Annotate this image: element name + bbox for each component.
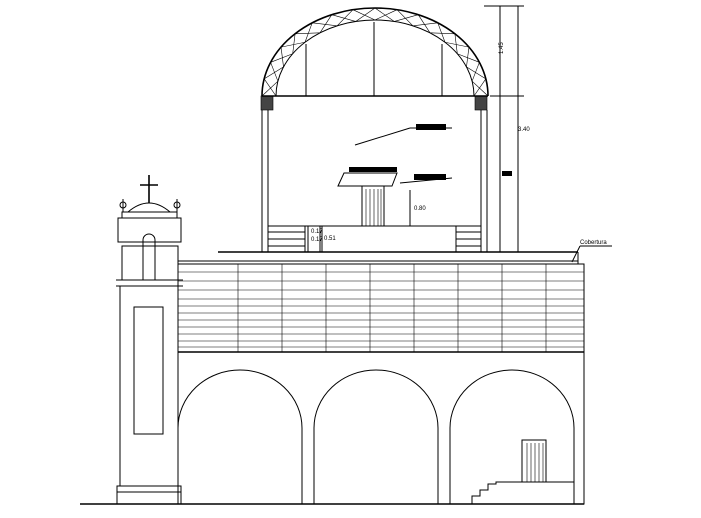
bell-tower	[116, 175, 183, 505]
dim-label-steps-total: 0.51	[324, 236, 336, 242]
tower-panel	[133, 306, 164, 435]
tower-cupola-base	[121, 211, 178, 219]
annotation-tag	[349, 167, 397, 172]
platform-steps-right	[455, 226, 481, 252]
upper-room	[261, 95, 488, 252]
main-facade	[177, 263, 585, 505]
dim-label-step1: 0.17	[311, 229, 323, 235]
dim-label-step2: 0.17	[311, 237, 323, 243]
annotation-tag	[414, 174, 446, 180]
dome-truss-webs	[261, 7, 489, 97]
dome-outer-arc	[261, 7, 489, 97]
dim-label-mid: 3.40	[518, 127, 530, 133]
tower-cupola	[127, 202, 171, 213]
stairs	[471, 481, 574, 504]
tower-base	[116, 485, 182, 505]
finial-left	[119, 199, 127, 212]
dome-truss	[260, 7, 489, 111]
dome-support-left	[260, 95, 274, 111]
door-frame	[521, 439, 547, 483]
arch-left	[177, 369, 303, 504]
arch-right	[449, 369, 575, 504]
dim-label-podium: 0.80	[414, 206, 426, 212]
tower-shaft	[119, 285, 179, 487]
cornice-courses	[178, 271, 584, 348]
annotation-leader	[354, 127, 411, 146]
arch-center	[313, 369, 439, 504]
dim-label-top: 1.45	[499, 42, 505, 54]
rear-door	[521, 439, 547, 483]
cornice-joints	[237, 264, 547, 352]
lectern-top	[337, 172, 398, 187]
cubierta-label: Cobertura	[580, 240, 607, 246]
belfry-opening	[142, 233, 156, 280]
cross-icon	[140, 175, 158, 203]
platform-steps-left	[268, 226, 306, 252]
dimension-lines	[307, 5, 524, 253]
annotation-tag	[416, 124, 446, 130]
belfry-body	[121, 245, 179, 281]
cubierta-leader	[571, 245, 581, 263]
finial-right	[173, 199, 181, 212]
belfry-upper	[117, 217, 182, 243]
lectern	[337, 172, 398, 227]
roof-slab	[178, 251, 584, 265]
arcade	[177, 369, 575, 504]
dome-support-right	[474, 95, 488, 111]
facade-outline	[177, 263, 585, 505]
